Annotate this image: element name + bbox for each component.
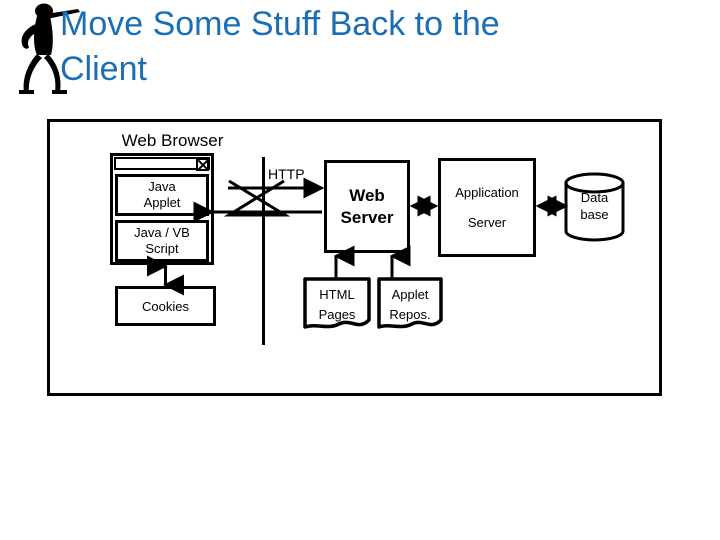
store-html-pages[interactable]: HTML Pages	[303, 277, 371, 331]
store-label: HTML Pages	[303, 285, 371, 325]
node-cookies[interactable]: Cookies	[115, 286, 216, 326]
node-java-applet[interactable]: Java Applet	[115, 174, 209, 216]
node-label-line1: Java	[148, 179, 176, 194]
node-label-line2: Script	[145, 241, 179, 256]
node-label-line2: Server	[467, 214, 507, 230]
node-label-line1: Cookies	[142, 298, 189, 314]
node-java-vbscript[interactable]: Java / VB Script	[115, 220, 209, 262]
node-label-line1: Web	[349, 185, 385, 205]
stick-figure-icon	[19, 3, 80, 94]
document-shape-icon	[303, 277, 371, 329]
node-label-line1: HTML	[319, 287, 355, 302]
node-label-line1: Data	[580, 190, 609, 205]
database-cylinder-icon	[564, 172, 625, 242]
node-label-line2: Server	[340, 207, 394, 227]
node-label-line2: base	[580, 207, 609, 222]
database-label: Data base	[563, 189, 626, 223]
network-boundary-line	[262, 157, 265, 345]
node-label-line2: Repos.	[389, 307, 431, 322]
close-icon[interactable]	[196, 158, 209, 171]
slide-title: Move Some Stuff Back to the Client	[60, 5, 500, 88]
store-label: Applet Repos.	[377, 285, 443, 325]
node-label-line1: Applet	[391, 287, 429, 302]
node-web-server[interactable]: Web Server	[324, 160, 410, 253]
node-database[interactable]: Data base	[563, 172, 626, 242]
document-shape-icon	[377, 277, 443, 329]
node-label-line2: Applet	[143, 195, 181, 210]
node-label-line2: Pages	[318, 307, 356, 322]
node-label-line1: Java / VB	[134, 225, 190, 240]
node-label-line1: Application	[455, 184, 519, 200]
node-application-server[interactable]: Application Server	[438, 158, 536, 257]
web-browser-caption: Web Browser	[121, 131, 224, 150]
store-applet-repository[interactable]: Applet Repos.	[377, 277, 443, 331]
browser-titlebar	[114, 157, 210, 171]
http-protocol-label: HTTP	[268, 166, 305, 182]
